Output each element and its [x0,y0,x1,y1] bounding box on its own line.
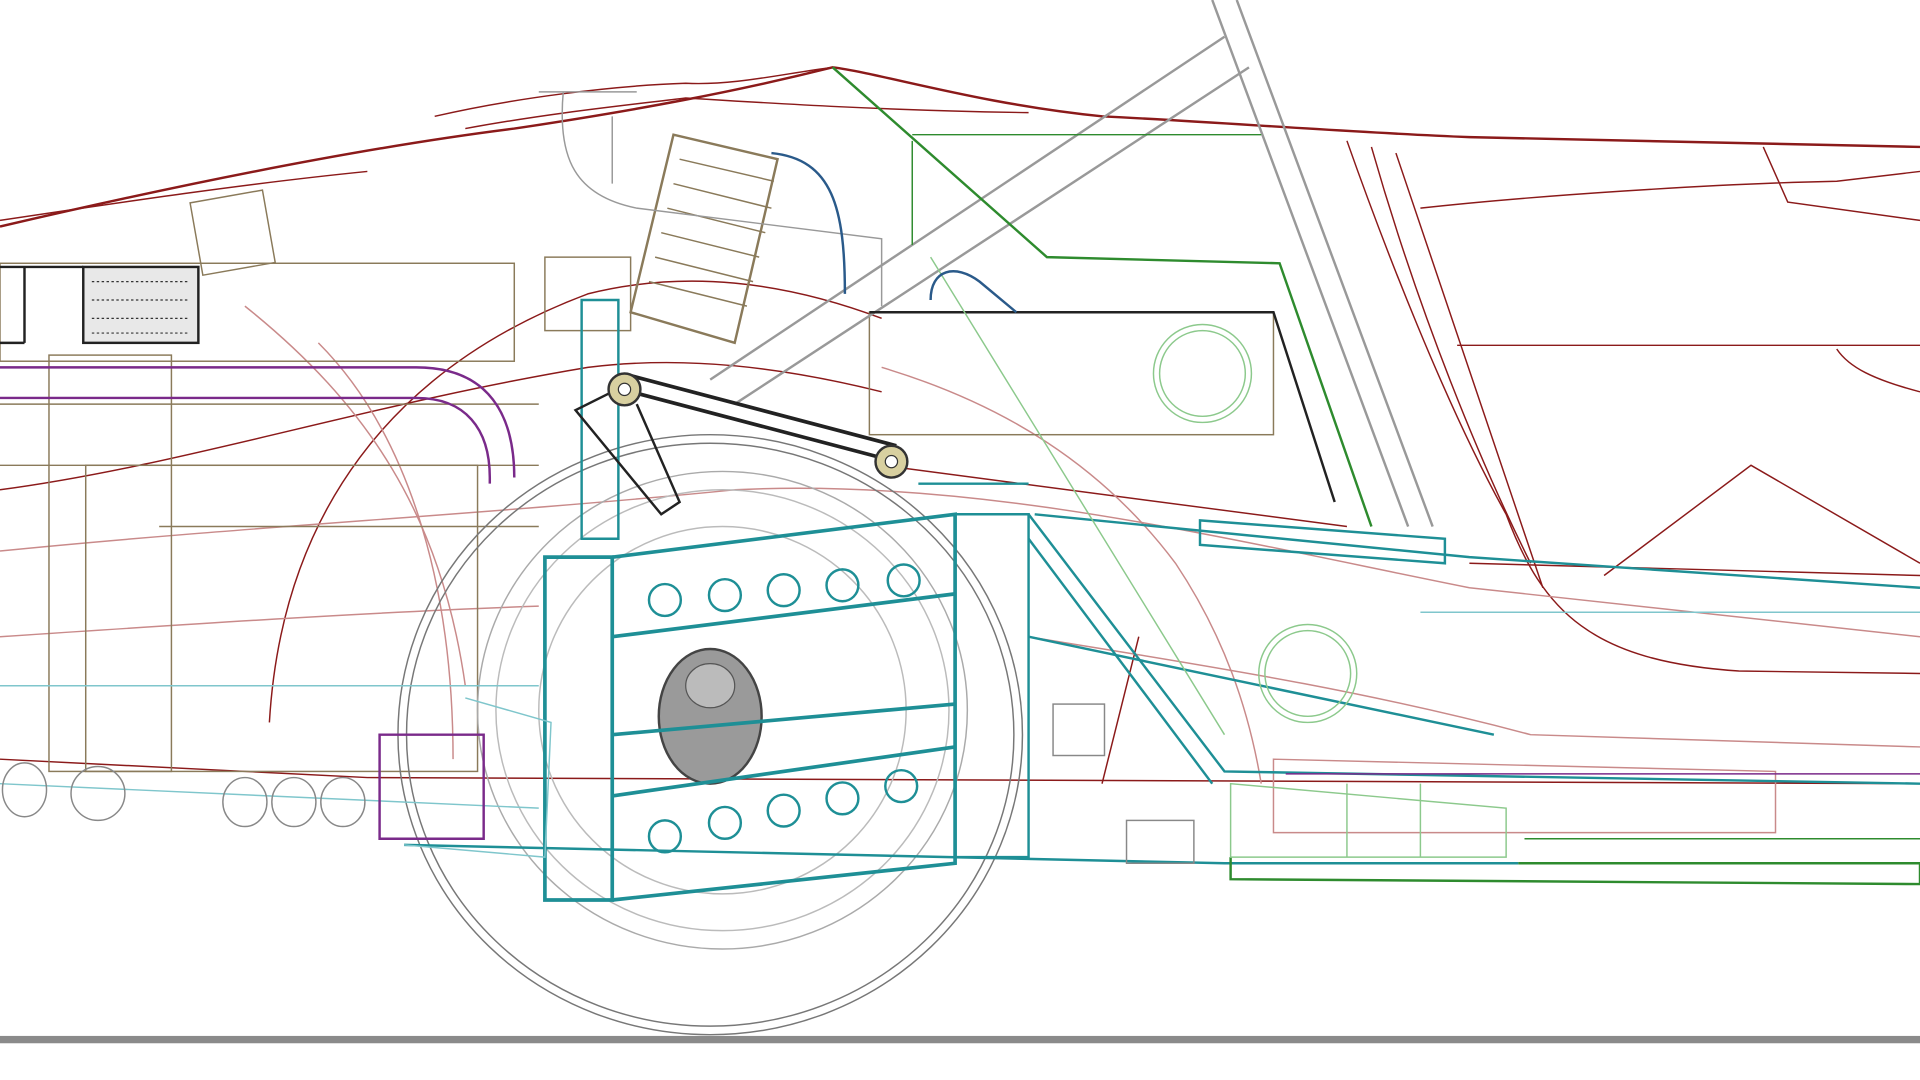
green-panels [831,66,1920,886]
engine-structure [0,133,1275,773]
exhaust-pipes [0,366,1920,840]
green-panels-light [929,256,1507,858]
suspension-linkage [573,311,1336,516]
rear-wheel [397,433,1024,1036]
chassis-frame [404,298,1920,902]
lower-cylinders [1,703,1195,864]
ground-line [0,1035,1920,1044]
chassis-frame-light [0,611,1920,858]
air-filter [0,265,200,345]
body-shell [0,66,1920,785]
coolant-hose [771,151,1018,314]
diagonal-struts [538,0,1434,527]
